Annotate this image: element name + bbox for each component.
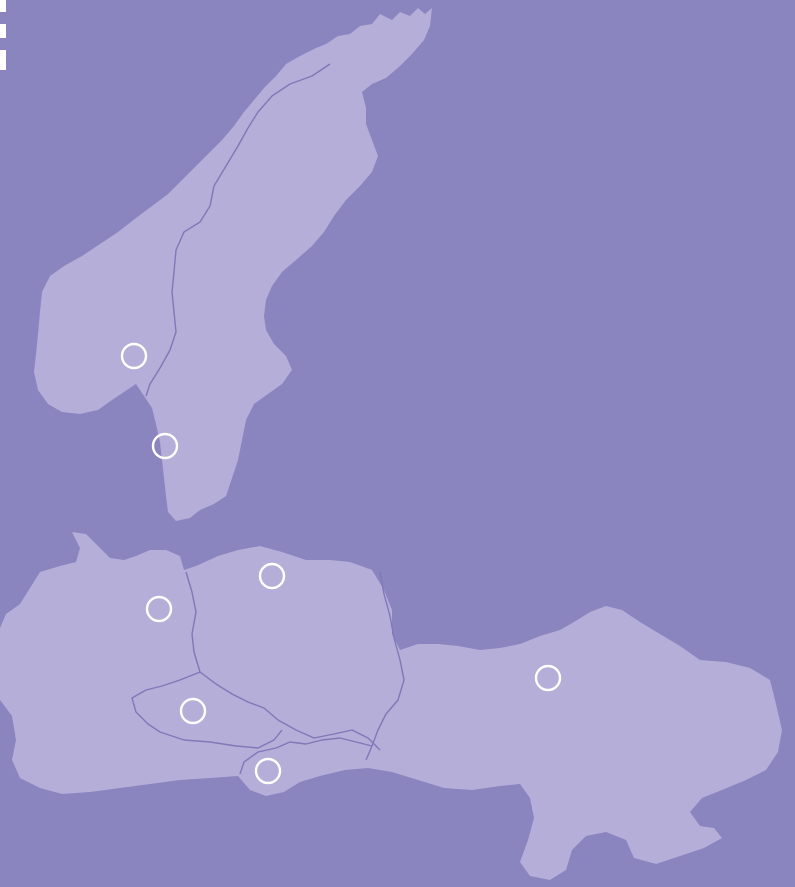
germany-poland-border bbox=[185, 571, 201, 673]
edge-mark bbox=[0, 0, 6, 70]
marker-germany[interactable] bbox=[145, 595, 173, 623]
location-markers bbox=[120, 342, 562, 785]
marker-norway[interactable] bbox=[120, 342, 148, 370]
czechia-south-border bbox=[159, 729, 283, 749]
central-europe-landmass bbox=[0, 532, 782, 880]
hungary-border bbox=[239, 737, 373, 775]
czechia-poland-border bbox=[199, 671, 279, 721]
slovakia-border bbox=[277, 719, 381, 751]
marker-sweden[interactable] bbox=[151, 432, 179, 460]
scandinavia-landmass bbox=[34, 8, 432, 521]
marker-ukraine[interactable] bbox=[534, 664, 562, 692]
marker-hungary[interactable] bbox=[254, 757, 282, 785]
marker-poland[interactable] bbox=[258, 562, 286, 590]
poland-ukraine-border bbox=[365, 571, 405, 761]
norway-sweden-border bbox=[145, 63, 331, 397]
germany-czechia-border bbox=[131, 671, 201, 733]
marker-czechia[interactable] bbox=[179, 697, 207, 725]
